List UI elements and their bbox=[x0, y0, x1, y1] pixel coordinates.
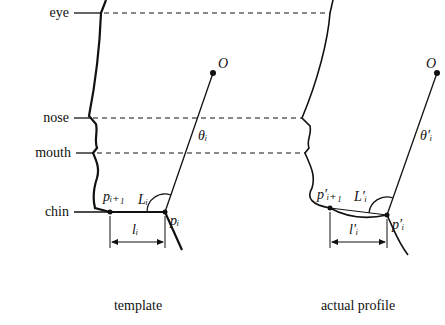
length-label: l′ᵢ bbox=[349, 222, 358, 238]
angle-label: θᵢ bbox=[198, 128, 207, 144]
feature-label: mouth bbox=[35, 145, 71, 161]
caption-label: template bbox=[114, 298, 162, 314]
caption-label: actual profile bbox=[321, 298, 395, 314]
feature-label: nose bbox=[43, 110, 69, 126]
point-label: O bbox=[426, 56, 436, 72]
point-label: pᵢ bbox=[170, 213, 179, 229]
point-label: p′ᵢ₊₁ bbox=[317, 187, 342, 203]
point-label: pᵢ₊₁ bbox=[103, 189, 124, 205]
feature-label: chin bbox=[45, 204, 69, 220]
point-label: O bbox=[218, 56, 228, 72]
length-label: lᵢ bbox=[132, 222, 138, 238]
length-label: L′ᵢ bbox=[354, 189, 367, 205]
angle-label: θ′ᵢ bbox=[420, 128, 432, 144]
point-label: p′ᵢ bbox=[392, 217, 404, 233]
length-label: Lᵢ bbox=[138, 192, 148, 208]
feature-label: eye bbox=[50, 5, 69, 21]
